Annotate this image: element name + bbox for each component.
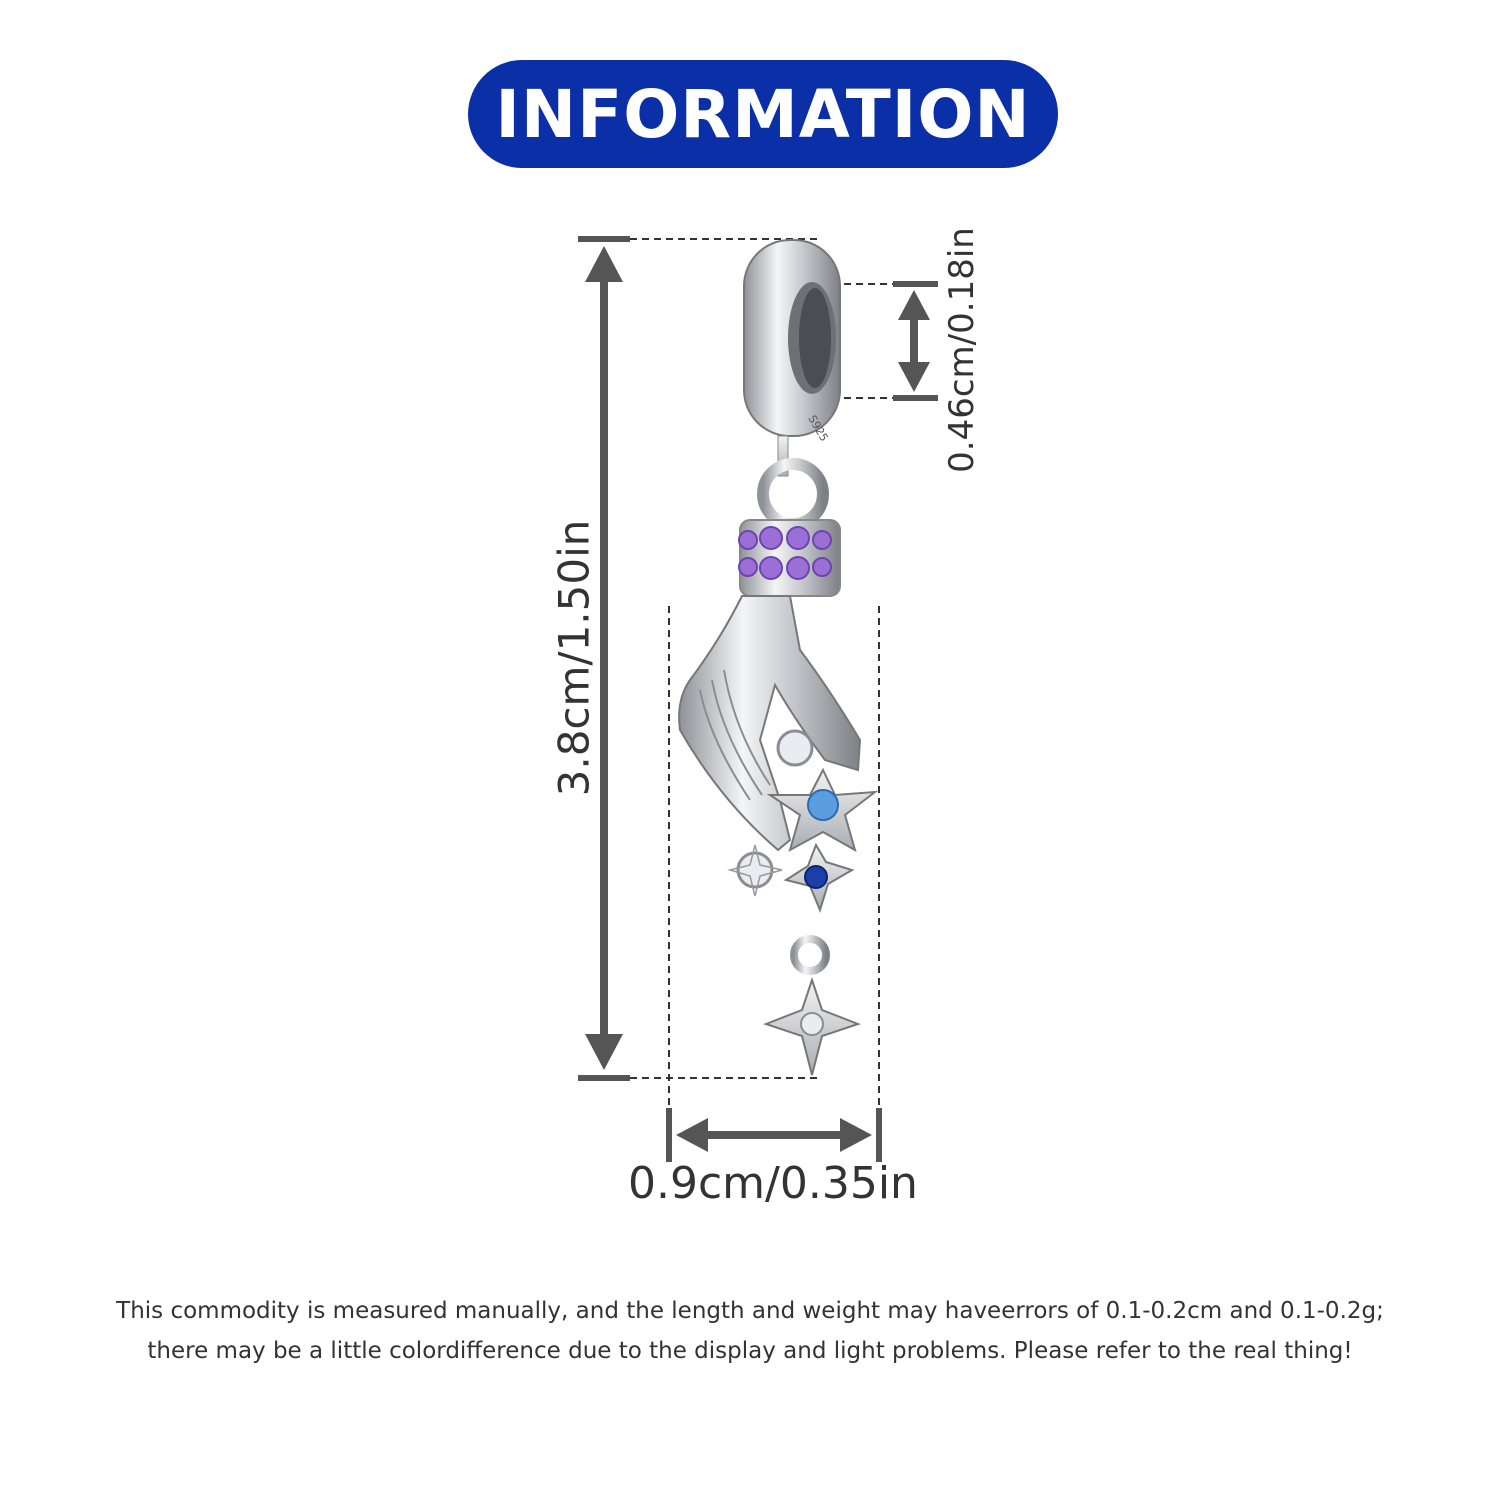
charm-cuff (738, 519, 841, 597)
header-banner: INFORMATION (468, 60, 1058, 168)
height-dimension (578, 236, 820, 1081)
charm-bail: S925 (743, 239, 841, 530)
hole-diameter-label: 0.46cm/0.18in (942, 227, 982, 473)
header-title: INFORMATION (495, 75, 1031, 153)
height-label: 3.8cm/1.50in (549, 519, 599, 797)
width-dimension (666, 606, 882, 1162)
width-label: 0.9cm/0.35in (628, 1158, 918, 1209)
disclaimer-line-2: there may be a little colordifference du… (147, 1338, 1353, 1364)
disclaimer-line-1: This commodity is measured manually, and… (116, 1298, 1384, 1324)
charm-stars (727, 729, 879, 1076)
charm-hand (678, 595, 862, 852)
